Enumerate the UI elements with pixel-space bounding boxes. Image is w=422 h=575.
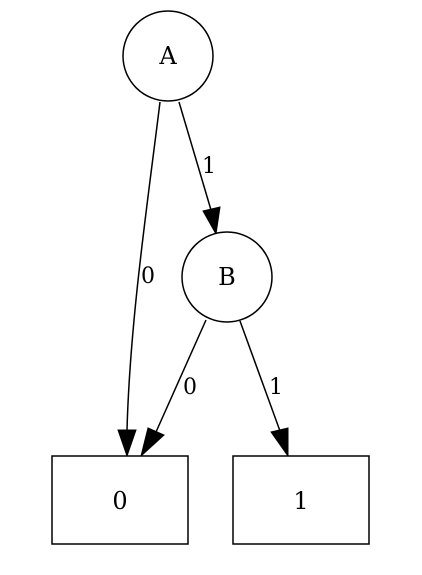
node-one: 1 — [232, 455, 370, 545]
node-a: A — [122, 10, 214, 102]
node-b-label: B — [218, 263, 236, 291]
edge-a-to-zero: 0 — [117, 101, 161, 458]
node-zero: 0 — [51, 455, 189, 545]
edge-label-a-to-b: 1 — [202, 154, 216, 179]
edge-label-a-to-zero: 0 — [141, 264, 155, 289]
edge-b-to-zero: 0 — [140, 319, 207, 458]
edge-b-to-one: 1 — [239, 320, 289, 458]
edge-label-b-to-one: 1 — [269, 375, 283, 400]
node-b: B — [181, 231, 273, 323]
node-a-label: A — [158, 42, 177, 70]
edge-a-to-b: 1 — [178, 101, 221, 236]
edge-label-b-to-zero: 0 — [183, 375, 197, 400]
node-zero-label: 0 — [112, 487, 127, 515]
node-one-label: 1 — [293, 487, 308, 515]
